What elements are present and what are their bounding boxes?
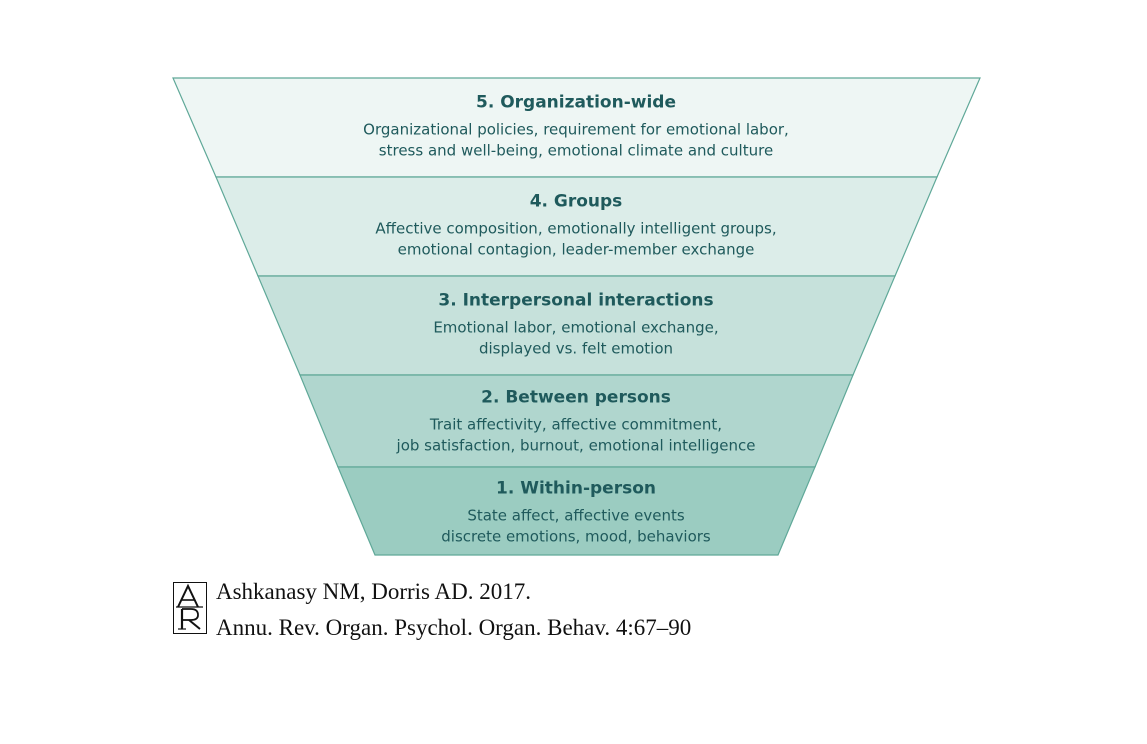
citation-journal: Annu. Rev. Organ. Psychol. Organ. Behav.… (216, 615, 692, 640)
level-description-line: emotional contagion, leader-member excha… (398, 241, 755, 259)
level-description-line: displayed vs. felt emotion (479, 340, 673, 358)
level-description-line: State affect, affective events (467, 506, 685, 524)
level-title: 5. Organization-wide (476, 93, 676, 113)
level-title: 1. Within-person (496, 478, 656, 498)
level-description-line: Organizational policies, requirement for… (363, 121, 789, 139)
level-description-line: Emotional labor, emotional exchange, (433, 319, 718, 337)
level-description-line: Trait affectivity, affective commitment, (429, 416, 722, 434)
level-description-line: stress and well-being, emotional climate… (379, 142, 773, 160)
level-description-line: job satisfaction, burnout, emotional int… (396, 437, 756, 455)
level-title: 2. Between persons (481, 388, 671, 408)
level-description-line: Affective composition, emotionally intel… (375, 220, 776, 238)
level-title: 3. Interpersonal interactions (438, 291, 713, 311)
level-title: 4. Groups (530, 192, 623, 212)
funnel-band (337, 466, 816, 556)
ar-logo-icon (176, 583, 203, 630)
citation-authors: Ashkanasy NM, Dorris AD. 2017. (216, 579, 531, 604)
annual-reviews-logo (173, 582, 207, 634)
level-description-line: discrete emotions, mood, behaviors (441, 527, 711, 545)
